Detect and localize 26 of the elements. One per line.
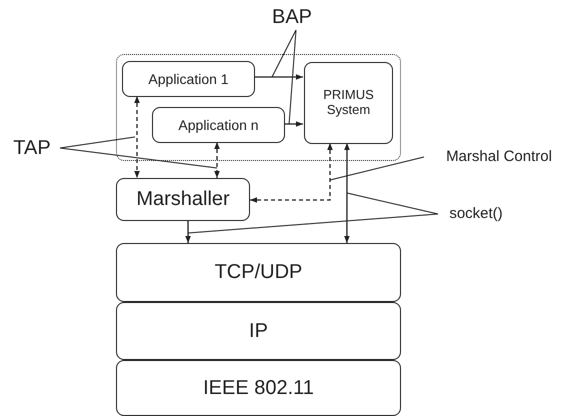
leader-line (60, 136, 136, 148)
arrow (134, 96, 140, 178)
application-box: Application n (152, 107, 285, 143)
leader-line (60, 148, 218, 168)
arrow (250, 143, 333, 203)
layer-box: IEEE 802.11 (116, 360, 401, 416)
leader-line (288, 30, 296, 124)
system-box: PRIMUS System (304, 62, 393, 144)
leader-line (188, 214, 438, 234)
arrow (185, 221, 191, 243)
arrow (254, 74, 303, 80)
callout-label: BAP (262, 4, 322, 30)
layer-box: TCP/UDP (116, 243, 401, 302)
callout-label: TAP (4, 136, 60, 160)
arrow (344, 143, 350, 243)
leader-line (346, 192, 438, 214)
callout-label: Marshal Control (424, 146, 574, 168)
arrow (214, 142, 220, 178)
module-box: Marshaller (116, 178, 250, 221)
arrow (284, 121, 303, 127)
layer-box: IP (116, 302, 401, 360)
leader-line (330, 156, 424, 180)
leader-line (272, 30, 296, 78)
callout-label: socket() (438, 203, 514, 225)
group-border (116, 54, 401, 161)
application-box: Application 1 (122, 61, 255, 97)
